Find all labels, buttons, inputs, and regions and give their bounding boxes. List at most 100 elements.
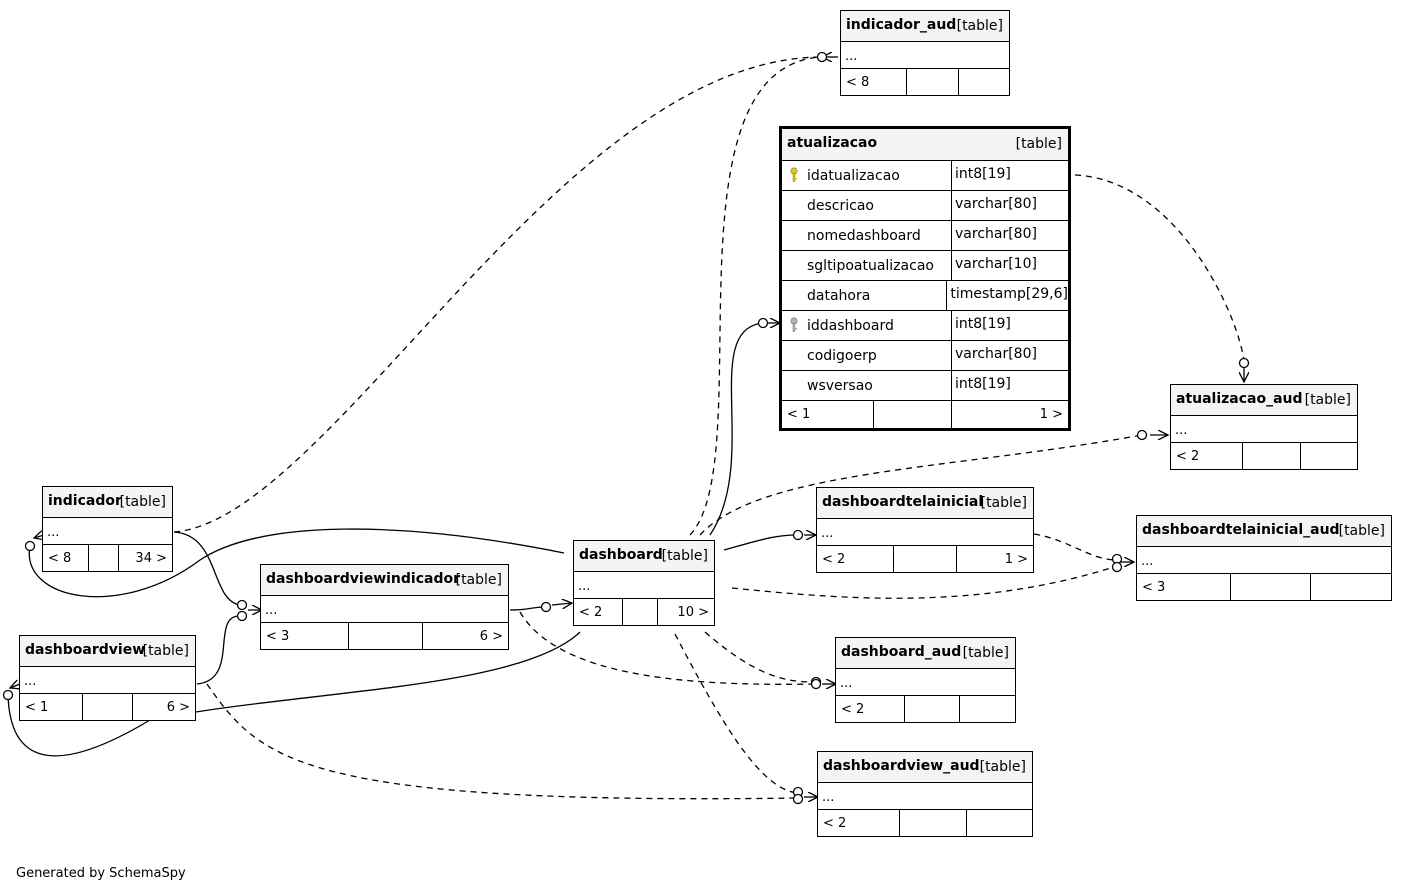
table-name: atualizacao_aud (1176, 391, 1303, 407)
table-dashboard[interactable]: dashboard [table] ... < 2 10 > (573, 540, 715, 626)
column-name: idatualizacao (782, 161, 952, 190)
parents-count: < 2 (818, 810, 900, 836)
table-dashboard-aud[interactable]: dashboard_aud [table] ... < 2 (835, 637, 1016, 723)
parents-count: < 2 (817, 546, 894, 572)
table-tag: [table] (979, 759, 1026, 775)
table-tag: [table] (661, 548, 708, 564)
column-name: sgltipoatualizacao (782, 251, 952, 280)
link-dashboard-dashboardview-aud (674, 633, 799, 794)
table-indicador[interactable]: indicador [table] ... < 8 34 > (42, 486, 173, 572)
columns-count (1243, 443, 1301, 469)
cardinality-circle (236, 610, 248, 622)
children-count: 6 > (166, 700, 190, 715)
children-count: 6 > (479, 629, 503, 644)
link-viewindicador-dashboard-aud (519, 611, 817, 685)
parents-count: < 8 (43, 545, 89, 571)
link-dashboard-viewindicador (509, 606, 546, 611)
table-header: dashboardtelainicial_aud [table] (1137, 516, 1391, 547)
column-name-text: descricao (807, 198, 874, 214)
link-dashboardview-dashboardview-aud (206, 683, 799, 800)
link-dashboard-telainicial-aud (731, 565, 1118, 599)
cardinality-circle (236, 599, 248, 611)
column-name: iddashboard (782, 311, 952, 340)
table-footer: < 1 6 > (20, 694, 195, 720)
children-count (967, 810, 1032, 836)
table-dashboardview[interactable]: dashboardview [table] ... < 1 6 > (19, 635, 196, 721)
children-count (960, 696, 1015, 722)
columns-collapsed: ... (43, 518, 172, 545)
column-row[interactable]: idatualizacao int8[19] (782, 161, 1068, 191)
children-count (959, 69, 1009, 95)
cardinality-circle (1111, 561, 1123, 573)
columns-count (349, 623, 423, 649)
column-row[interactable]: descricao varchar[80] (782, 191, 1068, 221)
table-name: indicador_aud (846, 17, 957, 33)
column-type: timestamp[29,6] (950, 286, 1068, 302)
link-dashboard-telainicial (723, 534, 798, 551)
columns-count (89, 545, 119, 571)
column-name: codigoerp (782, 341, 952, 370)
table-dashboardtelainicial[interactable]: dashboardtelainicial [table] ... < 2 1 > (816, 487, 1034, 573)
table-name: dashboardtelainicial_aud (1142, 522, 1340, 538)
columns-count (905, 696, 960, 722)
table-tag: [table] (142, 643, 189, 659)
table-footer: < 1 1 > (782, 401, 1068, 428)
parents-count: < 2 (574, 599, 623, 625)
column-name-text: wsversao (807, 378, 873, 394)
generated-by-label: Generated by SchemaSpy (16, 866, 186, 881)
column-type: varchar[80] (955, 226, 1037, 242)
columns-collapsed: ... (20, 667, 195, 694)
cardinality-circle (816, 51, 828, 63)
table-dashboardviewindicador[interactable]: dashboardviewindicador [table] ... < 3 6… (260, 564, 509, 650)
columns-collapsed: ... (836, 669, 1015, 696)
table-indicador-aud[interactable]: indicador_aud [table] ... < 8 (840, 10, 1010, 96)
cardinality-circle (792, 529, 804, 541)
primary-key-icon (790, 167, 798, 187)
columns-count (894, 546, 957, 572)
table-tag: [table] (1338, 523, 1385, 539)
column-list: idatualizacao int8[19] descricao varchar[80… (782, 161, 1068, 401)
cardinality-circle (1238, 357, 1250, 369)
cardinality-circle (810, 678, 822, 690)
parents-count: < 2 (836, 696, 905, 722)
parents-count: < 8 (841, 69, 907, 95)
column-type: int8[19] (955, 166, 1011, 182)
table-name: atualizacao (787, 135, 878, 151)
table-footer: < 3 (1137, 574, 1391, 600)
table-name: indicador (48, 493, 122, 509)
children-count: 34 > (135, 551, 167, 566)
column-name: datahora (782, 281, 948, 310)
column-row[interactable]: datahora timestamp[29,6] (782, 281, 1068, 311)
columns-collapsed: ... (817, 519, 1033, 546)
table-dashboardview-aud[interactable]: dashboardview_aud [table] ... < 2 (817, 751, 1033, 837)
table-dashboardtelainicial-aud[interactable]: dashboardtelainicial_aud [table] ... < 3 (1136, 515, 1392, 601)
table-name: dashboardview (25, 642, 146, 658)
table-header: dashboardview_aud [table] (818, 752, 1032, 783)
column-type: int8[19] (955, 316, 1011, 332)
columns-count (907, 69, 959, 95)
column-type: varchar[80] (955, 196, 1037, 212)
column-name: descricao (782, 191, 952, 220)
link-dashboard-atualizacao-aud (699, 434, 1143, 536)
link-dashboard-indicador-aud (689, 56, 821, 536)
table-header: atualizacao [table] (782, 129, 1068, 161)
column-name-text: datahora (807, 288, 871, 304)
table-header: atualizacao_aud [table] (1171, 385, 1357, 416)
table-atualizacao[interactable]: atualizacao [table] idatualizacao int8[19… (779, 126, 1071, 431)
columns-count (83, 694, 133, 720)
column-name-text: idatualizacao (807, 168, 900, 184)
table-footer: < 2 (818, 810, 1032, 836)
table-tag: [table] (956, 18, 1003, 34)
parents-count: < 3 (1137, 574, 1231, 600)
link-atualizacao-atualizacao-aud (1074, 174, 1245, 363)
columns-collapsed: ... (1137, 547, 1391, 574)
table-atualizacao-aud[interactable]: atualizacao_aud [table] ... < 2 (1170, 384, 1358, 470)
column-type: varchar[10] (955, 256, 1037, 272)
table-footer: < 2 (836, 696, 1015, 722)
table-name: dashboard_aud (841, 644, 962, 660)
